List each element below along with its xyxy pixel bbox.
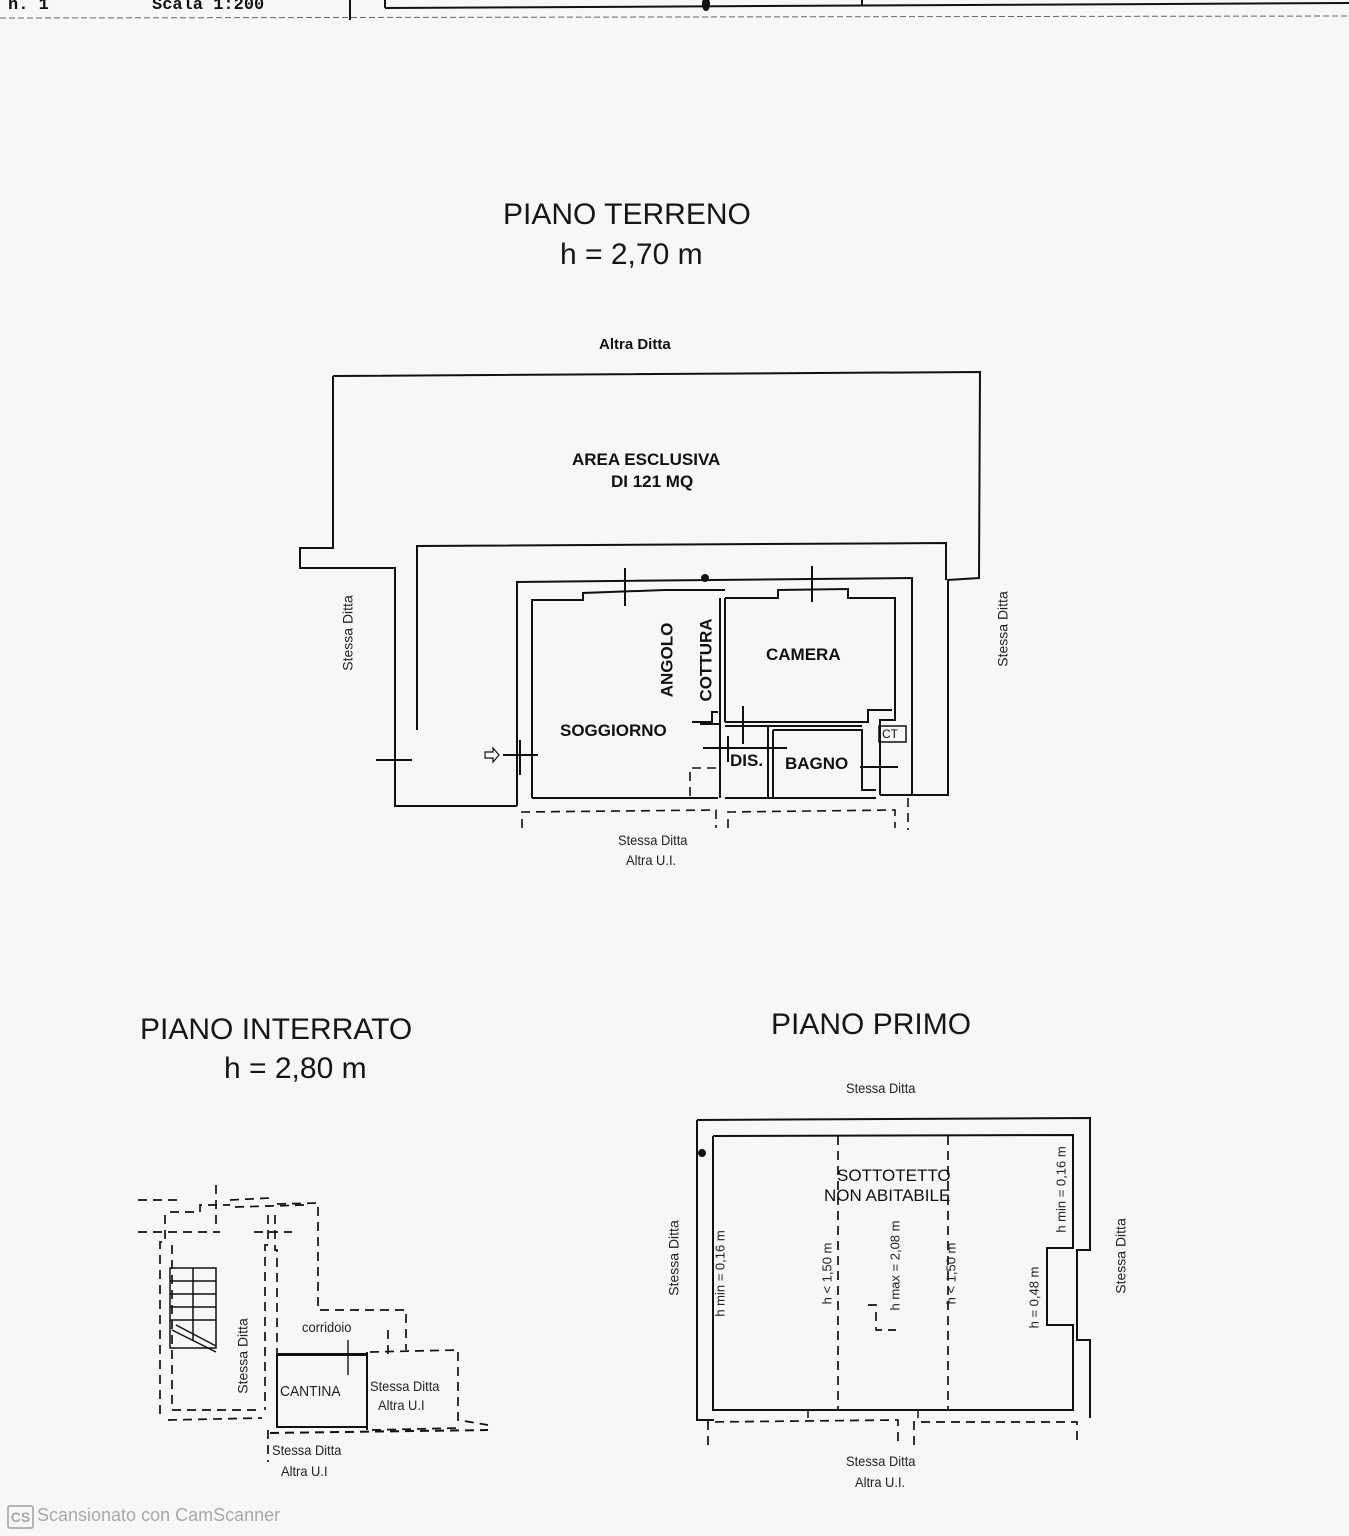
first-bottom-neighbor-2: Altra U.I. xyxy=(855,1474,906,1490)
ground-floor-title: PIANO TERRENO xyxy=(503,198,751,231)
exclusive-area-label: AREA ESCLUSIVA xyxy=(572,450,721,469)
height-lt-left: h < 1,50 m xyxy=(819,1242,835,1305)
ground-bottom-neighbor-2: Altra U.I. xyxy=(626,852,677,868)
room-bathroom: BAGNO xyxy=(785,754,849,773)
height-lt-right: h < 1,50 m xyxy=(943,1242,959,1305)
scanned-page xyxy=(0,0,1349,1500)
height-max: h max = 2,08 m xyxy=(887,1220,903,1311)
scale-label: Scala 1:200 xyxy=(152,0,265,15)
room-kitchen-line2: COTTURA xyxy=(696,618,716,702)
basement-cellar: CANTINA xyxy=(280,1383,341,1400)
basement-bottom-neighbor-1: Stessa Ditta xyxy=(272,1442,342,1458)
ground-top-neighbor: Altra Ditta xyxy=(599,336,671,353)
scanner-footer xyxy=(0,1500,1349,1536)
room-living: SOGGIORNO xyxy=(560,721,667,740)
height-048: h = 0,48 m xyxy=(1026,1266,1042,1329)
ground-left-neighbor: Stessa Ditta xyxy=(339,595,356,671)
ground-right-neighbor: Stessa Ditta xyxy=(994,591,1011,667)
first-right-neighbor: Stessa Ditta xyxy=(1112,1218,1129,1294)
attic-label-1: SOTTOTETTO xyxy=(837,1166,951,1185)
first-bottom-neighbor-1: Stessa Ditta xyxy=(846,1453,916,1469)
room-bedroom: CAMERA xyxy=(766,645,841,664)
first-top-neighbor: Stessa Ditta xyxy=(846,1080,916,1096)
exclusive-area-size: DI 121 MQ xyxy=(611,472,694,491)
first-floor-title: PIANO PRIMO xyxy=(771,1008,972,1041)
camscanner-logo-icon: CS xyxy=(7,1505,34,1529)
basement-height: h = 2,80 m xyxy=(224,1052,367,1085)
basement-corridor: corridoio xyxy=(302,1319,352,1335)
height-min-left: h min = 0,16 m xyxy=(712,1230,728,1317)
room-boiler: CT xyxy=(882,727,898,741)
basement-title: PIANO INTERRATO xyxy=(140,1013,413,1046)
attic-label-2: NON ABITABILE xyxy=(824,1186,951,1205)
height-min-right: h min = 0,16 m xyxy=(1053,1146,1069,1233)
room-hallway: DIS. xyxy=(730,751,764,770)
camscanner-watermark: Scansionato con CamScanner xyxy=(37,1505,281,1525)
room-kitchen-line1: ANGOLO xyxy=(657,622,677,698)
first-left-neighbor: Stessa Ditta xyxy=(665,1220,682,1296)
sheet-number: n. 1 xyxy=(8,0,49,15)
basement-right-neighbor-1: Stessa Ditta xyxy=(370,1378,440,1394)
basement-right-neighbor-2: Altra U.I xyxy=(378,1397,425,1413)
sheet-header: n. 1 Scala 1:200 xyxy=(0,0,1349,20)
ground-bottom-neighbor-1: Stessa Ditta xyxy=(618,832,688,848)
basement-bottom-neighbor-2: Altra U.I xyxy=(281,1463,328,1479)
ground-floor-height: h = 2,70 m xyxy=(560,238,703,271)
basement-vertical-neighbor: Stessa Ditta xyxy=(234,1318,251,1394)
